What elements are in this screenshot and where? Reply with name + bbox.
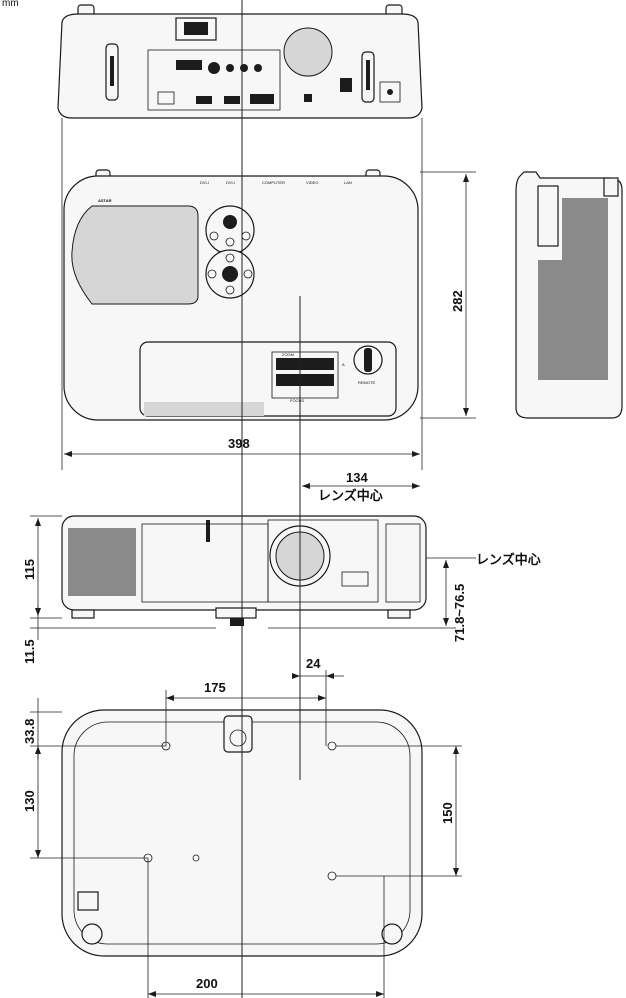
- svg-text:VIDEO: VIDEO: [306, 180, 318, 185]
- front-vent: [68, 528, 136, 596]
- dim-398: 398: [228, 436, 250, 451]
- side-vent-upper: [562, 198, 608, 268]
- bottom-foot-right: [381, 923, 403, 945]
- side-vent-lower: [538, 260, 608, 380]
- enter-button: [222, 266, 238, 282]
- speaker-grille: [283, 27, 333, 77]
- serial-port: [250, 94, 274, 104]
- hdmi-port-1: [196, 96, 212, 104]
- front-view: [61, 515, 427, 626]
- dim-115: 115: [22, 559, 37, 580]
- control-pad-upper: [205, 205, 255, 255]
- svg-text:DVI-I: DVI-I: [200, 180, 209, 185]
- dim-11-5: 11.5: [22, 639, 37, 664]
- rca-jack-2: [240, 64, 248, 72]
- logo-label: ASTAR: [98, 198, 112, 203]
- dim-71-8-76-5: 71.8~76.5: [452, 584, 467, 642]
- svg-text:DVI-I: DVI-I: [226, 180, 235, 185]
- power-inlet-socket: [184, 22, 208, 35]
- dim-24: 24: [306, 656, 321, 671]
- dim-282: 282: [450, 290, 465, 312]
- lan-port: [340, 78, 352, 92]
- rca-jack-1: [226, 64, 234, 72]
- audio-jack: [208, 62, 220, 74]
- lens-shift-window: [271, 351, 339, 399]
- lens-center-label-side: レンズ中心: [476, 552, 541, 567]
- hdmi-port-2: [224, 96, 240, 104]
- rear-io-panel: [147, 49, 281, 111]
- bottom-foot-left: [81, 923, 103, 945]
- svg-text:A: A: [342, 362, 345, 367]
- side-view: [515, 171, 623, 419]
- dim-130: 130: [22, 790, 37, 812]
- svg-text:FOCUS: FOCUS: [290, 398, 304, 403]
- lamp-cover: [71, 205, 199, 305]
- dim-175: 175: [204, 680, 226, 695]
- dim-33-8: 33.8: [22, 719, 37, 744]
- front-vent-strip: [144, 402, 264, 416]
- security-slot: [387, 89, 393, 95]
- svg-text:REMOTE: REMOTE: [358, 380, 375, 385]
- rear-view: [57, 4, 423, 119]
- svg-text:LAN: LAN: [344, 180, 352, 185]
- top-view: ASTAR DVI-I DVI-I COMPUTER VIDEO LAN ZOO…: [63, 169, 419, 421]
- front-foot-adjuster: [215, 607, 257, 619]
- computer-port: [176, 60, 202, 70]
- power-button: [223, 215, 237, 229]
- bottom-foot-adjuster: [223, 715, 253, 753]
- dim-200: 200: [196, 976, 218, 991]
- dim-150: 150: [440, 802, 455, 824]
- lens-center-label-top: レンズ中心: [318, 488, 383, 503]
- svg-text:ZOOM: ZOOM: [282, 352, 294, 357]
- security-slot-housing: [379, 81, 401, 103]
- rca-jack-3: [254, 64, 262, 72]
- svg-text:COMPUTER: COMPUTER: [262, 180, 285, 185]
- dim-134: 134: [346, 470, 368, 485]
- rear-body: [57, 13, 423, 119]
- unit-label: mm: [2, 0, 19, 9]
- usb-port: [304, 94, 312, 102]
